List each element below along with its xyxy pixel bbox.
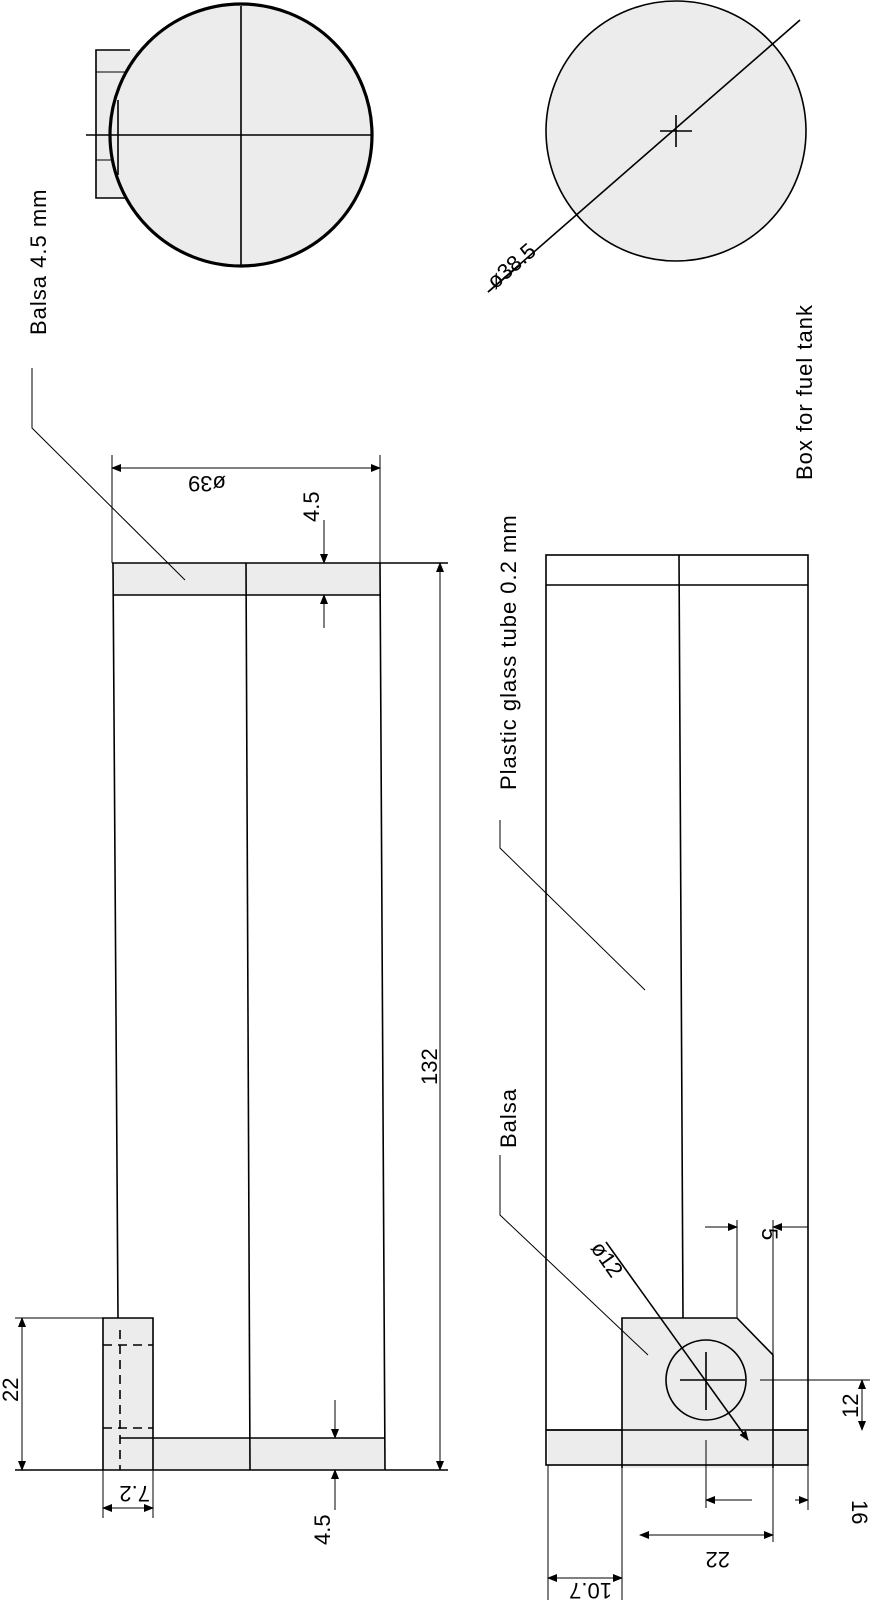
dim-7-2-text: 7.2 <box>119 1481 150 1506</box>
dim-10-7-text: 10.7 <box>569 1578 612 1600</box>
dim-22-left-text: 22 <box>0 1378 23 1402</box>
balsa-label: Balsa <box>496 1088 521 1148</box>
dim-38-5-underline <box>487 264 521 293</box>
dim-39-text: ø39 <box>188 471 226 496</box>
dim-22-right-text: 22 <box>706 1547 730 1572</box>
balsa-4-5-leader <box>31 368 186 581</box>
dim-132-text: 132 <box>417 1048 442 1085</box>
left-left-edge <box>112 562 119 1319</box>
dim-38-5-line <box>487 19 801 293</box>
dim-12-text: 12 <box>838 1394 863 1418</box>
right-centerline <box>678 554 684 1319</box>
right-outer-rect <box>545 554 809 1466</box>
fuel-tank-circle: ø38.5 <box>482 0 807 294</box>
dim-5-text: 5 <box>757 1228 782 1240</box>
dim-16-text: 16 <box>847 1500 872 1524</box>
end-view-tab-outline <box>95 49 130 199</box>
box-fuel-tank-label: Box for fuel tank <box>792 304 817 480</box>
balsa-leader <box>499 1155 649 1356</box>
hole-12 <box>665 1339 747 1421</box>
end-view-circle <box>86 2 374 268</box>
dim-38-5-text: ø38.5 <box>482 238 541 294</box>
plastic-tube-leader <box>499 820 646 991</box>
tab-hatch <box>103 1318 153 1470</box>
bottom-strip-hatch <box>120 1438 385 1470</box>
left-right-edge <box>379 562 386 1471</box>
left-centerline <box>245 562 251 1471</box>
dim-12-diameter-line <box>605 1241 749 1441</box>
plastic-tube-label: Plastic glass tube 0.2 mm <box>496 514 521 790</box>
right-side-view: ø12 5 12 16 22 10.7 Plastic glass tube 0… <box>496 304 872 1600</box>
right-bottom-strip-hatch <box>548 1430 808 1465</box>
balsa-4-5-label: Balsa 4.5 mm <box>26 189 51 336</box>
left-side-view: ø39 4.5 132 4.5 22 7.2 Balsa 4.5 mm <box>0 189 448 1545</box>
dim-4-5-top-text: 4.5 <box>299 491 324 522</box>
dim-4-5-bottom-text: 4.5 <box>310 1514 335 1545</box>
dim-12-diameter-text: ø12 <box>586 1237 628 1282</box>
left-tab-outline <box>102 1317 154 1470</box>
fuel-tank-outline <box>545 0 807 262</box>
